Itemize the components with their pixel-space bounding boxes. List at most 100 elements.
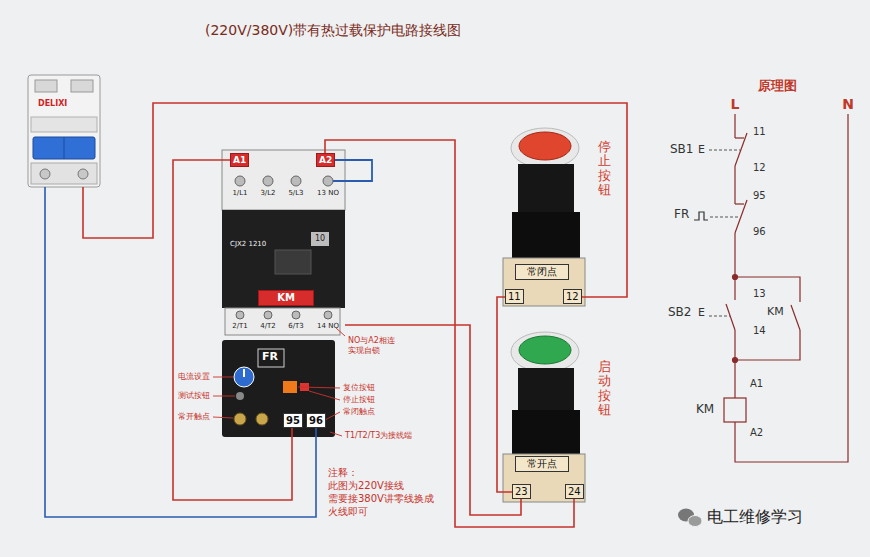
- latch-wire: [333, 160, 372, 181]
- terminal-screw: [324, 311, 332, 319]
- terminal-tag: 12: [563, 289, 582, 304]
- thermal-relay: 9596 FR: [222, 340, 335, 437]
- test-button: [236, 392, 244, 400]
- node-label: 11: [508, 291, 521, 303]
- pin-label: 1/L1: [232, 189, 247, 197]
- contact-terminal: 96: [306, 413, 326, 428]
- coil-terminal: A2: [316, 153, 335, 167]
- breaker-screw: [40, 169, 50, 179]
- node-label: 常开点: [527, 458, 557, 470]
- callout-text: 测试按钮: [178, 391, 210, 400]
- junction-dot: [733, 358, 738, 363]
- leader-line: [325, 412, 340, 420]
- callout-text: 停止按钮: [343, 395, 375, 404]
- breaker-terminal: [35, 80, 57, 92]
- current-dial: [234, 367, 254, 387]
- push-link: [710, 216, 740, 217]
- breaker-handle: [33, 137, 95, 159]
- relay-body: [222, 340, 335, 437]
- watermark: 电工维修学习: [707, 508, 803, 526]
- button-heading: 停止按钮: [598, 140, 611, 197]
- schematic: [694, 114, 848, 462]
- schematic-wire: [734, 330, 735, 398]
- device-tag: KM: [258, 290, 314, 306]
- thermal-relay-art: [222, 340, 335, 437]
- no-contact-screw: [256, 413, 268, 425]
- schematic-wire: [735, 330, 800, 360]
- relay-tag-frame: [258, 349, 284, 367]
- breaker-screw: [78, 169, 88, 179]
- model-text: CJX2 1210: [230, 240, 266, 248]
- button-collar: [512, 212, 580, 258]
- contact-blade: [726, 304, 735, 330]
- contact-stub: [735, 203, 744, 204]
- contact-block: [503, 454, 585, 502]
- terminal-tag: 24: [565, 484, 584, 499]
- node-label: KM: [277, 292, 295, 304]
- pin-label: 13 NO: [317, 189, 339, 197]
- pin-label: 4/T2: [260, 322, 276, 330]
- contactor-art: [222, 150, 372, 335]
- start-button-art: [503, 332, 585, 502]
- button-collar: [512, 410, 580, 454]
- aux-block: [311, 232, 329, 246]
- node-label: 常闭点: [527, 266, 557, 278]
- terminal-screw: [323, 176, 333, 186]
- leader-line: [298, 387, 340, 388]
- leader-line: [213, 377, 233, 378]
- start-button: 常开点2324启动按钮: [495, 335, 613, 503]
- leader-line: [309, 391, 340, 400]
- button-ring: [511, 128, 579, 168]
- schematic-wire: [734, 114, 735, 138]
- circuit-breaker: DELIXI: [28, 75, 100, 187]
- wire-connector: [325, 140, 574, 527]
- contact-terminal: 95: [283, 413, 303, 428]
- wire-connector: [497, 297, 512, 492]
- device-label: SB1: [670, 143, 693, 157]
- no-contact-screw: [234, 413, 246, 425]
- node-label: 12: [566, 291, 579, 303]
- contactor-bottom: [225, 308, 340, 335]
- callout-leaders: [213, 328, 345, 436]
- push-symbol: E: [698, 144, 705, 157]
- thermal-symbol: [694, 212, 708, 220]
- terminal-screw: [292, 311, 300, 319]
- button-body: [518, 164, 574, 214]
- node-label: 23: [515, 486, 528, 498]
- reset-button: [283, 381, 297, 393]
- breaker-art: [28, 75, 100, 187]
- terminal-tag: 23: [512, 484, 531, 499]
- note-text: 注释： 此图为220V接线 需要接380V讲零线换成 火线即可: [328, 466, 448, 518]
- contact-block: [503, 258, 585, 306]
- callout-text: 常闭触点: [343, 407, 375, 416]
- wire-connector: [83, 103, 627, 297]
- note-text: NO与A2相连 实现自锁: [348, 336, 410, 357]
- terminal-number: 95: [753, 190, 766, 202]
- leader-line: [330, 432, 342, 436]
- schematic-title: 原理图: [758, 79, 797, 94]
- terminal-tag: 11: [505, 289, 524, 304]
- terminal-screw: [235, 176, 245, 186]
- push-symbol: E: [698, 307, 705, 320]
- wire-connector: [173, 160, 292, 500]
- pin-label: 14 NO: [317, 322, 339, 330]
- terminal-number: A1: [750, 378, 763, 390]
- node-label: A1: [233, 155, 246, 165]
- device-tag: FR: [262, 351, 278, 364]
- contactor-body: [222, 210, 345, 308]
- schematic-wire: [734, 166, 735, 204]
- button-cap: [519, 132, 571, 160]
- breaker-terminal: [71, 80, 93, 92]
- breaker-body: [28, 75, 100, 187]
- contact-blade: [791, 305, 800, 330]
- stop-button-art: [503, 128, 585, 306]
- push-link: [709, 149, 740, 150]
- leader-line: [213, 417, 233, 418]
- callout-text: 复位按钮: [343, 383, 375, 392]
- contact-stub: [735, 137, 744, 138]
- watermark-icon: [678, 509, 702, 527]
- coil-symbol: [724, 398, 746, 422]
